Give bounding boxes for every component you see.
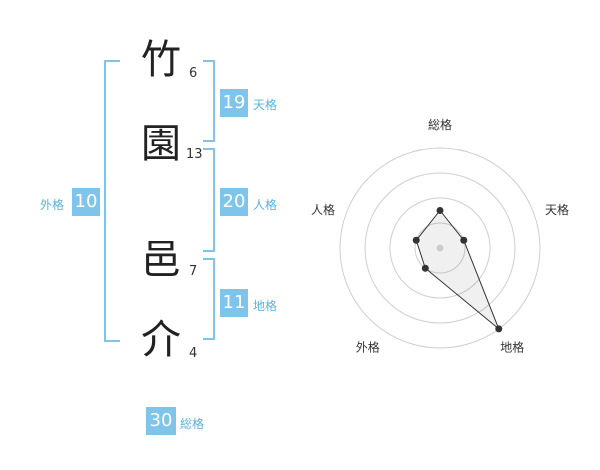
gaikaku-value: 10	[72, 188, 100, 216]
stroke-count-1: 6	[189, 66, 198, 81]
radar-point-5	[412, 236, 420, 244]
radar-axis-label-4: 外格	[356, 340, 380, 355]
radar-ring-3	[364, 172, 516, 324]
radar-point-3	[495, 325, 503, 333]
name-char-2: 園	[141, 121, 181, 167]
gaikaku-label: 外格	[40, 198, 65, 212]
jinkaku-bracket	[203, 148, 215, 252]
radar-polygon	[415, 209, 500, 330]
radar-ring-1	[414, 222, 466, 274]
radar-center-dot	[436, 244, 444, 252]
soukaku-label: 総格	[180, 417, 205, 431]
radar-axis-label-1: 総格	[428, 117, 452, 132]
jinkaku-value: 20	[220, 188, 248, 216]
radar-axis-label-3: 地格	[500, 340, 524, 355]
radar-point-4	[421, 264, 429, 272]
chikaku-label: 地格	[253, 299, 278, 313]
radar-axis-label-2: 天格	[545, 202, 569, 217]
stroke-count-2: 13	[186, 147, 203, 162]
name-char-3: 邑	[141, 237, 181, 283]
tenkaku-label: 天格	[253, 98, 278, 112]
name-char-1: 竹	[141, 37, 181, 83]
radar-ring-2	[389, 197, 491, 299]
name-char-4: 介	[141, 317, 181, 363]
tenkaku-value: 19	[220, 89, 248, 117]
tenkaku-bracket	[203, 60, 215, 142]
chikaku-bracket	[203, 258, 215, 340]
stroke-count-4: 4	[189, 346, 198, 361]
stroke-count-3: 7	[189, 264, 198, 279]
radar-ring-4	[339, 147, 541, 349]
radar-point-1	[436, 207, 444, 214]
gaikaku-bracket	[104, 60, 120, 342]
radar-point-2	[460, 236, 468, 244]
chikaku-value: 11	[220, 289, 248, 317]
radar-axis-label-5: 人格	[311, 202, 335, 217]
jinkaku-label: 人格	[253, 198, 278, 212]
soukaku-value: 30	[146, 407, 176, 435]
